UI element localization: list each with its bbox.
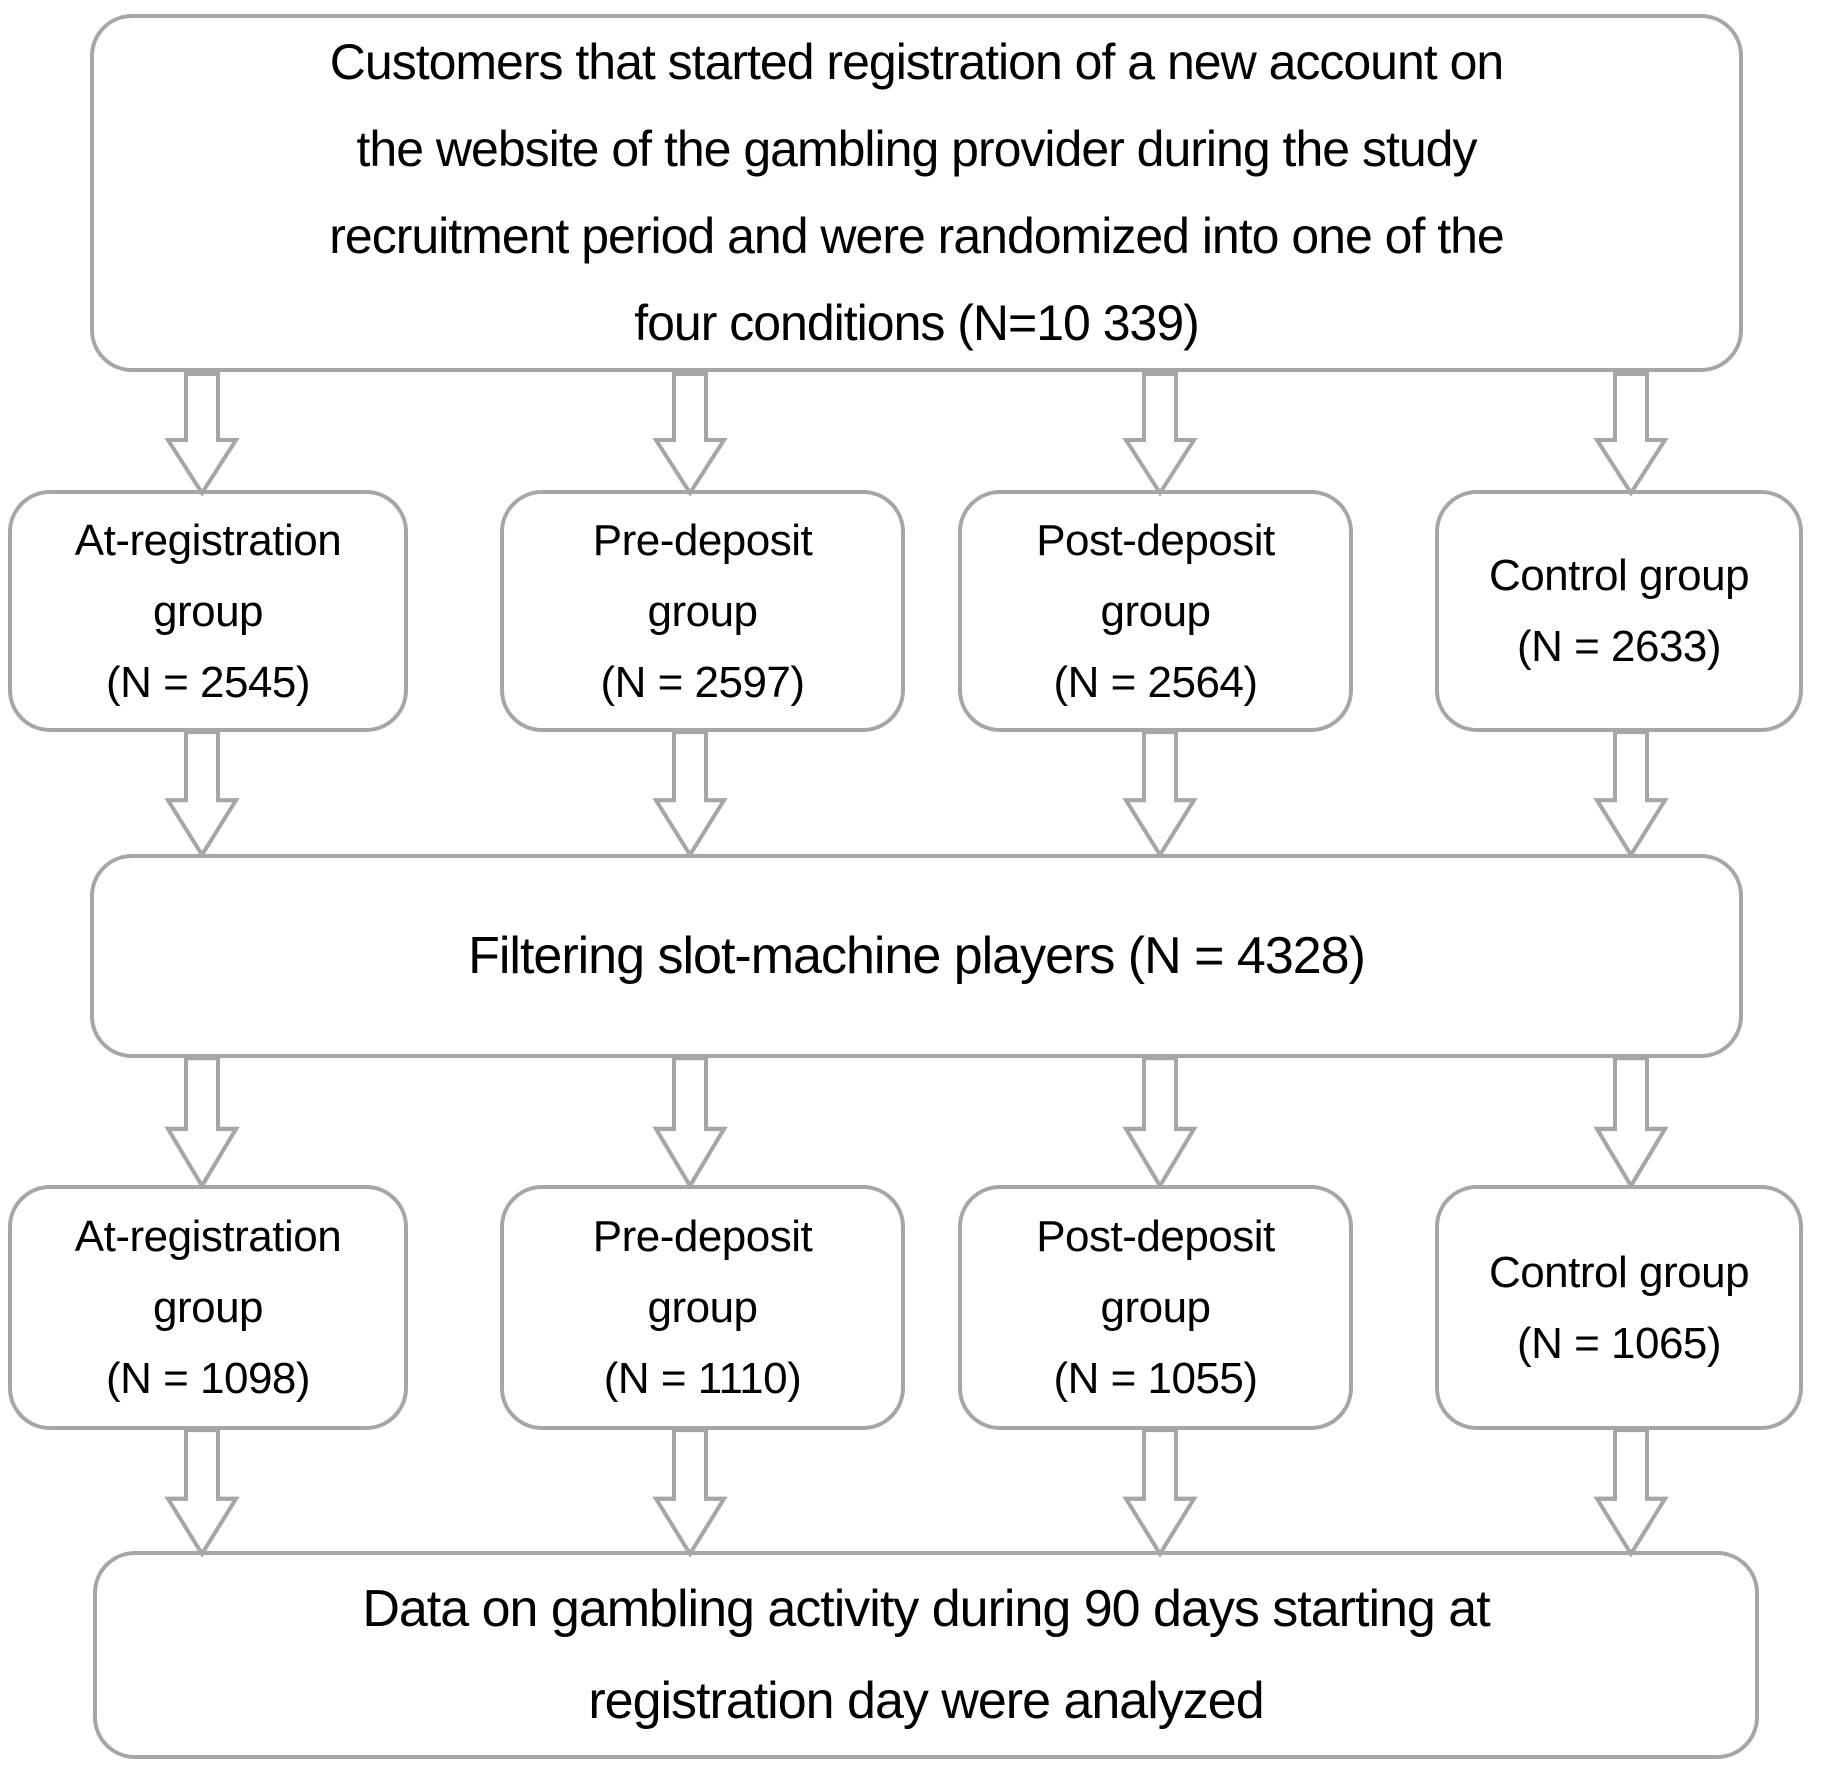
down-arrow [1593,1056,1669,1189]
down-arrow [652,1056,728,1189]
down-arrow [1593,730,1669,858]
group-n: (N = 2564) [1053,657,1258,707]
box-filtering-text: Filtering slot-machine players (N = 4328… [468,927,1366,985]
box-row1-at-registration-group: At-registration group (N = 2545) [8,490,408,732]
down-arrow [652,1428,728,1557]
box-data-analyzed-text: Data on gambling activity during 90 days… [362,1580,1490,1730]
box-row2-post-deposit-group: Post-deposit group (N = 1055) [958,1185,1353,1430]
group-n: (N = 2597) [600,657,805,707]
box-row2-control-group: Control group (N = 1065) [1435,1185,1803,1430]
down-arrow [1593,1428,1669,1557]
box-data-analyzed: Data on gambling activity during 90 days… [93,1551,1759,1759]
group-label: Pre-deposit group [592,1212,813,1332]
box-row1-post-deposit-group: Post-deposit group (N = 2564) [958,490,1353,732]
group-label: Control group [1488,551,1750,600]
box-row1-control-group: Control group (N = 2633) [1435,490,1803,732]
down-arrow [164,1428,240,1557]
down-arrow [164,1056,240,1189]
group-label: Control group [1488,1247,1750,1297]
group-n: (N = 1098) [105,1354,311,1403]
down-arrow [164,730,240,858]
group-label: Post-deposit group [1036,515,1275,636]
down-arrow [164,372,240,496]
box-row1-pre-deposit-group: Pre-deposit group (N = 2597) [500,490,905,732]
group-label: Pre-deposit group [592,515,813,636]
group-n: (N = 2545) [105,657,311,707]
group-n: (N = 2633) [1516,622,1722,671]
group-n: (N = 1110) [603,1354,802,1403]
down-arrow [1122,1428,1198,1557]
group-label: At-registration group [74,1212,342,1332]
group-n: (N = 1065) [1516,1318,1722,1368]
group-n: (N = 1055) [1053,1354,1258,1403]
group-label: At-registration group [74,515,342,636]
group-label: Post-deposit group [1036,1212,1275,1332]
down-arrow [652,372,728,496]
down-arrow [1122,372,1198,496]
box-randomized-customers: Customers that started registration of a… [90,14,1743,372]
down-arrow [652,730,728,858]
box-randomized-customers-text: Customers that started registration of a… [329,34,1504,351]
box-row2-pre-deposit-group: Pre-deposit group (N = 1110) [500,1185,905,1430]
down-arrow [1593,372,1669,496]
down-arrow [1122,1056,1198,1189]
down-arrow [1122,730,1198,858]
box-row2-at-registration-group: At-registration group (N = 1098) [8,1185,408,1430]
box-filtering-slot-machine-players: Filtering slot-machine players (N = 4328… [90,854,1743,1058]
